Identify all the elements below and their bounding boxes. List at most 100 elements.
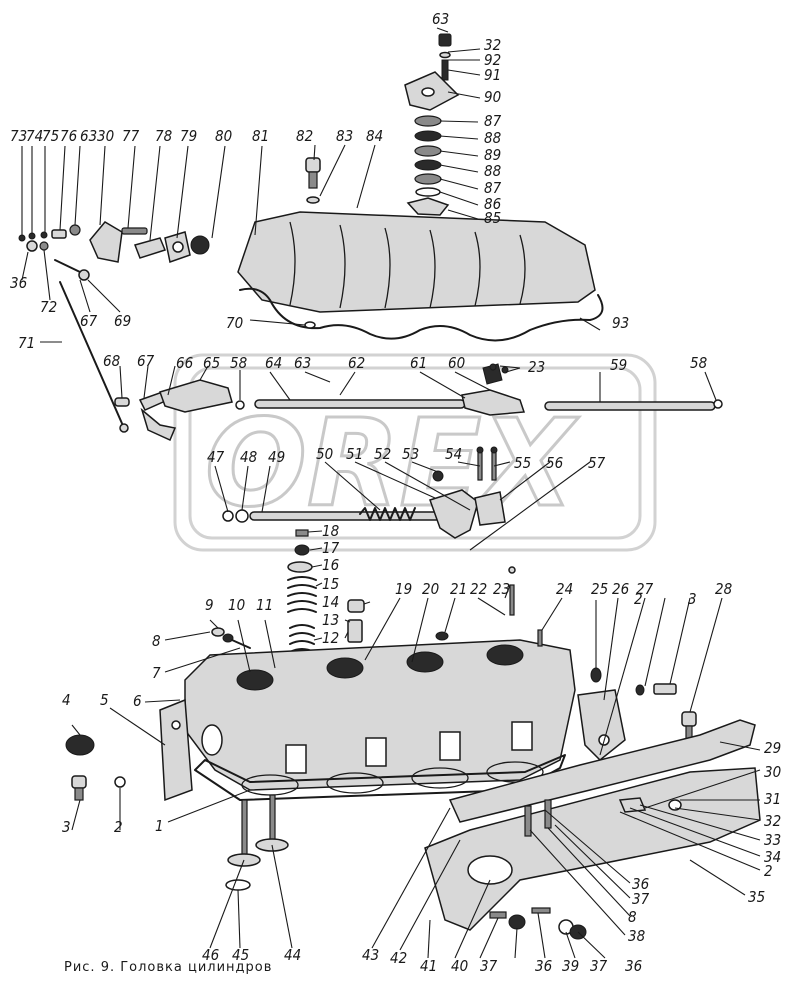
callout-93: 93 — [612, 314, 629, 332]
callout-17: 17 — [322, 539, 340, 557]
callout-3: 3 — [62, 818, 71, 836]
callout-70: 70 — [226, 314, 243, 332]
callout-52: 52 — [374, 445, 391, 463]
callout-76: 76 — [60, 127, 77, 145]
callout-37: 37 — [480, 957, 498, 975]
callout-73: 73 — [10, 127, 27, 145]
callout-54: 54 — [445, 445, 462, 463]
callout-61: 61 — [410, 354, 427, 372]
callout-37: 37 — [590, 957, 608, 975]
callout-36: 36 — [535, 957, 552, 975]
callout-16: 16 — [322, 556, 339, 574]
callout-32: 32 — [764, 812, 781, 830]
callout-4: 4 — [62, 691, 71, 709]
callout-3: 3 — [688, 590, 697, 608]
callout-11: 11 — [256, 596, 273, 614]
callout-78: 78 — [155, 127, 172, 145]
callout-51: 51 — [346, 445, 363, 463]
callout-92: 92 — [484, 51, 501, 69]
callout-15: 15 — [322, 575, 339, 593]
callout-36: 36 — [625, 957, 642, 975]
callout-63: 63 — [80, 127, 97, 145]
callout-50: 50 — [316, 445, 333, 463]
callout-59: 59 — [610, 356, 627, 374]
callout-30: 30 — [97, 127, 114, 145]
callout-24: 24 — [556, 580, 573, 598]
callout-7: 7 — [152, 664, 161, 682]
callout-5: 5 — [100, 691, 109, 709]
callout-47: 47 — [207, 448, 225, 466]
callout-39: 39 — [562, 957, 579, 975]
callout-66: 66 — [176, 354, 193, 372]
callout-31: 31 — [764, 790, 781, 808]
callout-72: 72 — [40, 298, 57, 316]
callout-85: 85 — [484, 209, 501, 227]
callout-56: 56 — [546, 454, 563, 472]
cylinder-head — [159, 639, 576, 802]
callout-29: 29 — [764, 739, 781, 757]
callout-83: 83 — [336, 127, 353, 145]
filler-cap-stack — [404, 33, 460, 216]
callout-40: 40 — [451, 957, 468, 975]
callout-60: 60 — [448, 354, 465, 372]
callout-58: 58 — [690, 354, 707, 372]
callout-36: 36 — [632, 875, 649, 893]
callout-20: 20 — [422, 580, 439, 598]
callout-42: 42 — [390, 949, 407, 967]
callout-37: 37 — [632, 890, 650, 908]
rocker-assembly — [222, 446, 506, 539]
callout-36: 36 — [10, 274, 27, 292]
callout-23: 23 — [493, 580, 510, 598]
callout-19: 19 — [395, 580, 412, 598]
callout-26: 26 — [612, 580, 629, 598]
callout-21: 21 — [450, 580, 467, 598]
callout-13: 13 — [322, 611, 339, 629]
callout-81: 81 — [252, 127, 269, 145]
valves — [225, 794, 289, 891]
valve-cover — [237, 211, 604, 342]
callout-12: 12 — [322, 629, 339, 647]
callout-65: 65 — [203, 354, 220, 372]
callout-77: 77 — [122, 127, 140, 145]
callout-2: 2 — [114, 818, 123, 836]
callout-33: 33 — [764, 831, 781, 849]
callout-numbers: 1 2 2 2 3 3 4 5 6 7 8 8 9 10 11 12 13 14… — [10, 10, 781, 975]
studs — [435, 566, 543, 647]
callout-18: 18 — [322, 522, 339, 540]
callout-53: 53 — [402, 445, 419, 463]
callout-58: 58 — [230, 354, 247, 372]
callout-67: 67 — [80, 312, 98, 330]
callout-6: 6 — [133, 692, 142, 710]
valve-spring-stack — [287, 529, 365, 653]
callout-45: 45 — [232, 946, 249, 964]
callout-89: 89 — [484, 146, 501, 164]
callout-34: 34 — [764, 848, 781, 866]
callout-9: 9 — [205, 596, 214, 614]
callout-80: 80 — [215, 127, 232, 145]
callout-88: 88 — [484, 129, 501, 147]
callout-1: 1 — [155, 817, 164, 835]
callout-46: 46 — [202, 946, 219, 964]
callout-87: 87 — [484, 179, 502, 197]
callout-63: 63 — [432, 10, 449, 28]
callout-8: 8 — [628, 908, 637, 926]
callout-63: 63 — [294, 354, 311, 372]
callout-2: 2 — [764, 862, 773, 880]
callout-71: 71 — [18, 334, 35, 352]
callout-10: 10 — [228, 596, 245, 614]
callout-57: 57 — [588, 454, 606, 472]
callout-74: 74 — [26, 127, 43, 145]
figure-caption: Рис. 9. Головка цилиндров — [64, 960, 273, 975]
callout-82: 82 — [296, 127, 313, 145]
callout-27: 27 — [636, 580, 654, 598]
leader-lines — [21, 27, 761, 959]
callout-79: 79 — [180, 127, 197, 145]
callout-38: 38 — [628, 927, 645, 945]
callout-35: 35 — [748, 888, 765, 906]
callout-32: 32 — [484, 36, 501, 54]
callout-2: 2 — [634, 590, 643, 608]
callout-44: 44 — [284, 946, 301, 964]
callout-84: 84 — [366, 127, 383, 145]
callout-55: 55 — [514, 454, 531, 472]
